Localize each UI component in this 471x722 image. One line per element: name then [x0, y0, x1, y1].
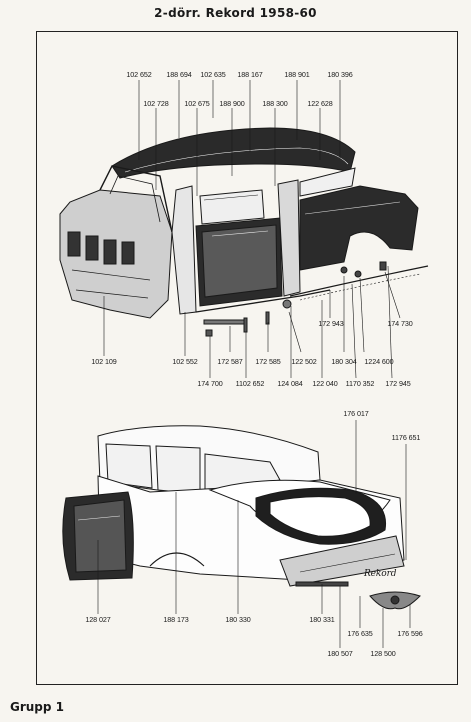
part-number-label: 174 700: [197, 379, 223, 388]
rear-quarter-panel: [299, 185, 419, 271]
part-number-label: 102 109: [91, 357, 117, 366]
part-number-label: 176 635: [347, 629, 373, 638]
part-number-label: 172 945: [385, 379, 411, 388]
part-number-label: 102 675: [184, 99, 210, 108]
part-number-label: 102 552: [172, 357, 198, 366]
part-number-label: 102 652: [126, 70, 152, 79]
part-number-label: 180 304: [331, 357, 357, 366]
side-moulding: [289, 265, 429, 297]
part-number-label: 188 901: [284, 70, 310, 79]
part-number-label: 122 040: [312, 379, 338, 388]
rekord-script-emblem: Rekord: [364, 569, 397, 579]
part-number-label: 172 585: [255, 357, 281, 366]
part-number-label: 188 167: [237, 70, 263, 79]
a-pillar: [171, 185, 197, 315]
upper-leader-lines: [103, 80, 401, 379]
part-number-label: 188 694: [166, 70, 192, 79]
b-pillar: [277, 179, 301, 297]
part-number-label: 1170 352: [345, 379, 375, 388]
rocker-sill: [195, 289, 331, 313]
rear-panel: [279, 535, 405, 587]
part-number-label: 1102 652: [235, 379, 265, 388]
lower-leader-lines: [97, 420, 411, 648]
part-number-label: 1176 651: [391, 433, 421, 442]
part-number-label: 128 027: [85, 615, 111, 624]
roof-panel: [111, 127, 356, 179]
part-number-label: 188 173: [163, 615, 189, 624]
part-number-label: 180 396: [327, 70, 353, 79]
part-number-label: 102 635: [200, 70, 226, 79]
part-number-label: 124 084: [277, 379, 303, 388]
part-number-label: 172 943: [318, 319, 344, 328]
upper-body-shell: [59, 127, 429, 337]
part-number-label: 128 500: [370, 649, 396, 658]
part-number-label: 1224 600: [364, 357, 394, 366]
part-number-label: 180 330: [225, 615, 251, 624]
part-number-label: 122 502: [291, 357, 317, 366]
part-number-label: 180 507: [327, 649, 353, 658]
part-number-label: 102 728: [143, 99, 169, 108]
group-label: Grupp 1: [10, 700, 65, 714]
lower-body-shell: [62, 425, 421, 610]
part-number-label: 122 628: [307, 99, 333, 108]
part-number-label: 172 587: [217, 357, 243, 366]
part-number-label: 188 900: [219, 99, 245, 108]
parts-diagram-frame: [36, 31, 458, 685]
part-number-label: 176 596: [397, 629, 423, 638]
part-number-label: 176 017: [343, 409, 369, 418]
page-title: 2-dörr. Rekord 1958-60: [154, 6, 317, 20]
part-number-label: 180 331: [309, 615, 335, 624]
part-number-label: 188 300: [262, 99, 288, 108]
part-number-label: 174 730: [387, 319, 413, 328]
